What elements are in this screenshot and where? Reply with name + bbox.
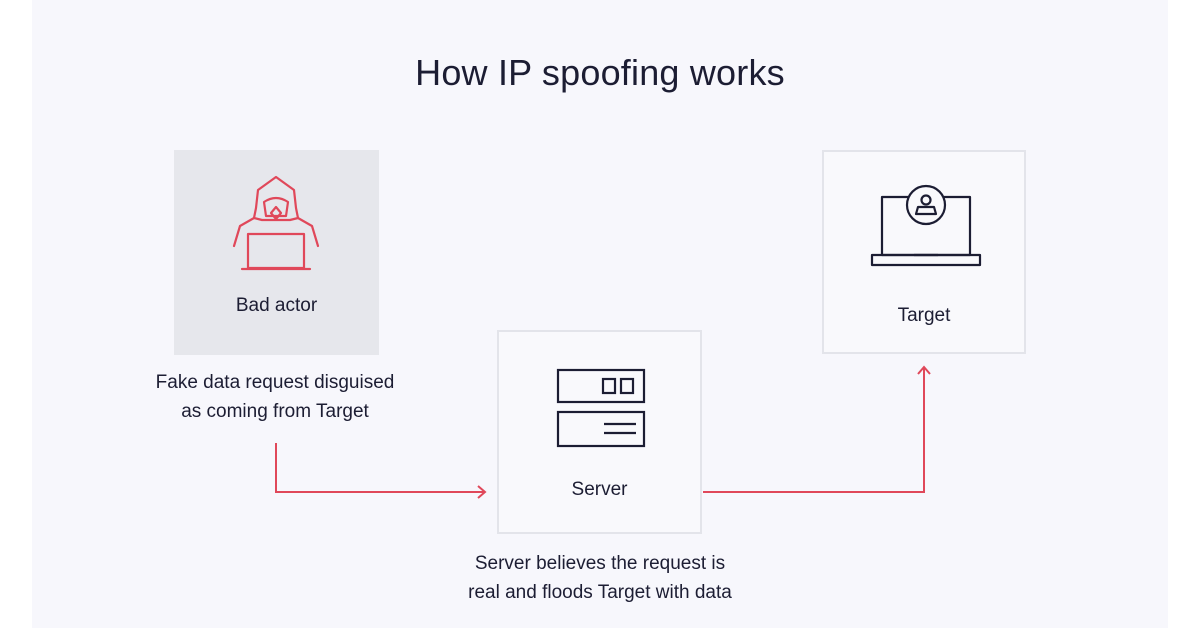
arrow-head-to-server xyxy=(477,485,487,499)
server-icon xyxy=(556,368,646,448)
step-2-caption: Server believes the request is real and … xyxy=(430,549,770,607)
bad-actor-label: Bad actor xyxy=(235,295,318,316)
step-1-caption-line-2: as coming from Target xyxy=(181,401,369,422)
arrow-bad-actor-to-server xyxy=(275,443,484,493)
arrow-server-to-target xyxy=(703,368,925,493)
server-node: Server xyxy=(497,330,702,534)
arrow-head-to-target xyxy=(917,365,931,375)
step-2-caption-line-1: Server believes the request is xyxy=(474,553,726,574)
step-1-caption: Fake data request disguised as coming fr… xyxy=(130,368,420,426)
server-label: Server xyxy=(571,479,628,500)
target-node: Target xyxy=(822,150,1026,354)
target-label: Target xyxy=(897,305,951,326)
page-title: How IP spoofing works xyxy=(415,52,785,93)
step-2-caption-line-2: real and floods Target with data xyxy=(468,582,732,603)
laptop-user-icon xyxy=(870,184,982,267)
bad-actor-node: Bad actor xyxy=(174,150,379,355)
hacker-icon xyxy=(232,175,320,271)
step-1-caption-line-1: Fake data request disguised xyxy=(155,372,395,393)
